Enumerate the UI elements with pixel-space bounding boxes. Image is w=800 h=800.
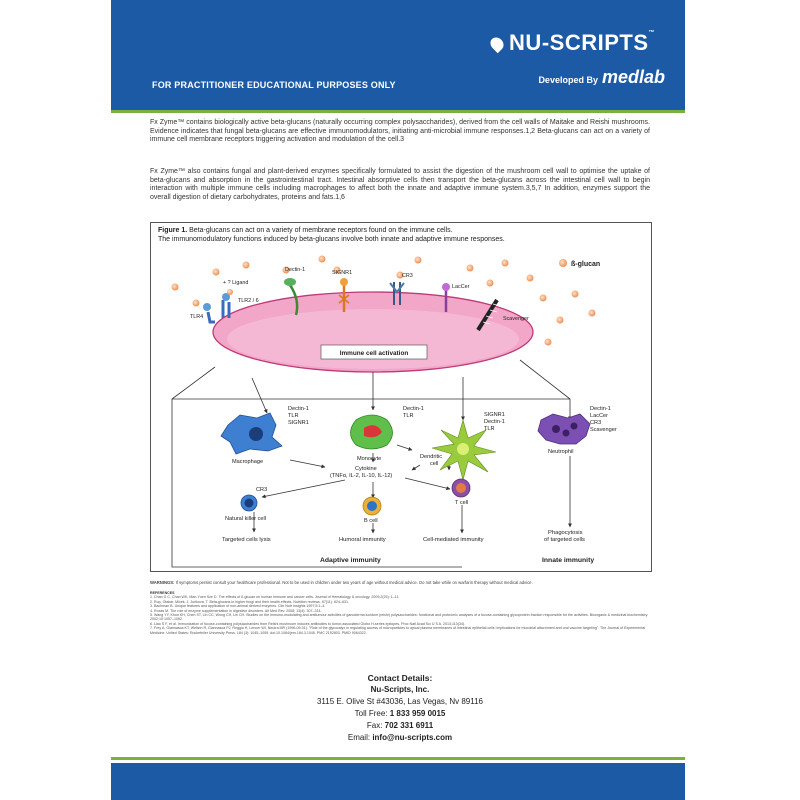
reference-item: 1. Chan G C, Chan WK, Man-Yuen Sze D. Th… <box>150 595 400 600</box>
footer-banner <box>111 763 685 800</box>
email-link[interactable]: info@nu-scripts.com <box>372 733 453 742</box>
neutrophil-receptor-1: Dectin-1 <box>590 406 611 412</box>
scavenger-label: Scavenger <box>503 316 529 322</box>
reference-item: 7. Frey A, Giannasca KT, Weltzin R, Gian… <box>150 626 645 635</box>
warnings-text: If symptoms persist consult your healthc… <box>174 580 533 585</box>
neutrophil-receptor-2: LacCer <box>590 413 608 419</box>
innate-label: Innate immunity <box>542 557 594 564</box>
practitioner-notice: FOR PRACTITIONER EDUCATIONAL PURPOSES ON… <box>152 80 396 90</box>
scavenger-receptor <box>476 298 501 332</box>
targeted-lysis-label: Targeted cells lysis <box>222 537 271 543</box>
cell-mediated-label: Cell-mediated immunity <box>423 537 484 543</box>
nk-cr3-label: CR3 <box>256 487 267 493</box>
dendritic-receptor-3: TLR <box>484 426 495 432</box>
cr3-label: CR3 <box>402 273 413 279</box>
contact-address: 3115 E. Olive St #43036, Las Vegas, Nv 8… <box>316 697 484 706</box>
contact-email: Email: info@nu-scripts.com <box>347 733 453 742</box>
cytokine-label-2: (TNFα, IL-2, IL-10, IL-12) <box>330 473 392 479</box>
activation-label: Immune cell activation <box>340 350 409 357</box>
adaptive-label: Adaptive immunity <box>320 557 381 564</box>
figure-label: Figure 1. <box>158 227 188 234</box>
tlr26-label: TLR2 / 6 <box>238 298 259 304</box>
signr1-label: SIGNR1 <box>332 270 352 276</box>
contact-tollfree: Toll Free: 1 833 959 0015 <box>354 709 446 718</box>
dendritic-label-2: cell <box>430 461 438 467</box>
phago-label-2: of targeted cells <box>544 537 585 543</box>
figure-caption-line1: Beta-glucans can act on a variety of mem… <box>187 227 453 234</box>
laccer-label: LacCer <box>452 284 470 290</box>
t-cell-label: T cell <box>455 500 468 506</box>
figure-caption-line2: The immunomodulatory functions induced b… <box>158 235 505 243</box>
dendritic-receptor-2: Dectin-1 <box>484 419 505 425</box>
reference-item: 3. Bachman B. Unique features and applic… <box>150 604 326 609</box>
neutrophil-receptor-4: Scavenger <box>590 427 617 433</box>
monocyte-cell <box>350 414 393 450</box>
brand-logo: NU-SCRIPTS™ <box>487 30 655 56</box>
reference-item: 6. Liao S F, et al. Immunization of fuco… <box>150 621 466 626</box>
intro-paragraph-2: Fx Zyme™ also contains fungal and plant-… <box>150 168 650 201</box>
figure-caption: Figure 1. Beta-glucans can act on a vari… <box>158 227 638 244</box>
tlr-receptor <box>203 289 233 324</box>
dendritic-label-1: Dendritic <box>420 454 442 460</box>
cytokine-label-1: Cytokine <box>355 466 377 472</box>
dectin1-receptor <box>284 278 299 316</box>
b-cell <box>362 496 382 516</box>
nk-label: Natural killer cell <box>225 516 266 522</box>
tlr4-label: TLR4 <box>190 314 203 320</box>
monocyte-label: Monocyte <box>357 456 381 462</box>
neutrophil-label: Neutrophil <box>548 449 574 455</box>
signr1-receptor <box>338 278 350 312</box>
neutrophil-receptor-3: CR3 <box>590 420 601 426</box>
pathway-arrows <box>171 359 572 568</box>
laccer-receptor <box>442 283 450 312</box>
reference-item: 4. Roxas M. The role of enzyme supplemen… <box>150 608 322 613</box>
dectin1-label: Dectin-1 <box>285 267 305 273</box>
glucan-legend-label: ß-glucan <box>571 261 600 268</box>
figure-frame <box>150 222 652 572</box>
ligand-label: + ? Ligand <box>223 280 248 286</box>
macrophage-cell <box>220 412 283 455</box>
references-title: REFERENCES <box>150 591 175 595</box>
dendritic-receptor-1: SIGNR1 <box>484 412 505 418</box>
references: REFERENCES 1. Chan G C, Chan WK, Man-Yue… <box>150 591 650 635</box>
contact-company: Nu-Scripts, Inc. <box>370 685 430 694</box>
humoral-label: Humoral immunity <box>339 537 386 543</box>
footer-divider <box>111 757 685 760</box>
warnings: WARNINGS: If symptoms persist consult yo… <box>150 580 650 585</box>
fax-number: 702 331 6911 <box>384 721 434 730</box>
nk-cell <box>240 494 258 512</box>
intro-paragraph-1: Fx Zyme™ contains biologically active be… <box>150 119 650 143</box>
macrophage-receptor-3: SIGNR1 <box>288 420 309 426</box>
medlab-logo: medlab <box>601 67 665 87</box>
phago-label-1: Phagocytosis <box>548 530 583 536</box>
macrophage-receptor-2: TLR <box>288 413 299 419</box>
glucan-legend-icon <box>559 259 567 267</box>
monocyte-receptor-2: TLR <box>403 413 414 419</box>
contact-title: Contact Details: <box>367 673 433 683</box>
beta-glucan-particles <box>171 255 596 346</box>
tollfree-number[interactable]: 1 833 959 0015 <box>389 709 446 718</box>
reference-item: 5. Wang YY, Khoo KH, Chen ST, Lin CC, Wo… <box>150 613 649 622</box>
contact-fax: Fax: 702 331 6911 <box>366 721 434 730</box>
reference-item: 2. Rop, Otakar, Mlcek, J, Jurikova, T. B… <box>150 599 349 604</box>
warnings-label: WARNINGS: <box>150 580 175 585</box>
macrophage-receptor-1: Dectin-1 <box>288 406 309 412</box>
neutrophil-cell <box>537 413 591 445</box>
monocyte-receptor-1: Dectin-1 <box>403 406 424 412</box>
cr3-receptor <box>389 282 405 305</box>
b-cell-label: B cell <box>364 518 378 524</box>
activation-box <box>320 344 428 360</box>
header-divider <box>111 110 685 113</box>
macrophage-label: Macrophage <box>232 459 263 465</box>
t-cell <box>451 478 471 498</box>
